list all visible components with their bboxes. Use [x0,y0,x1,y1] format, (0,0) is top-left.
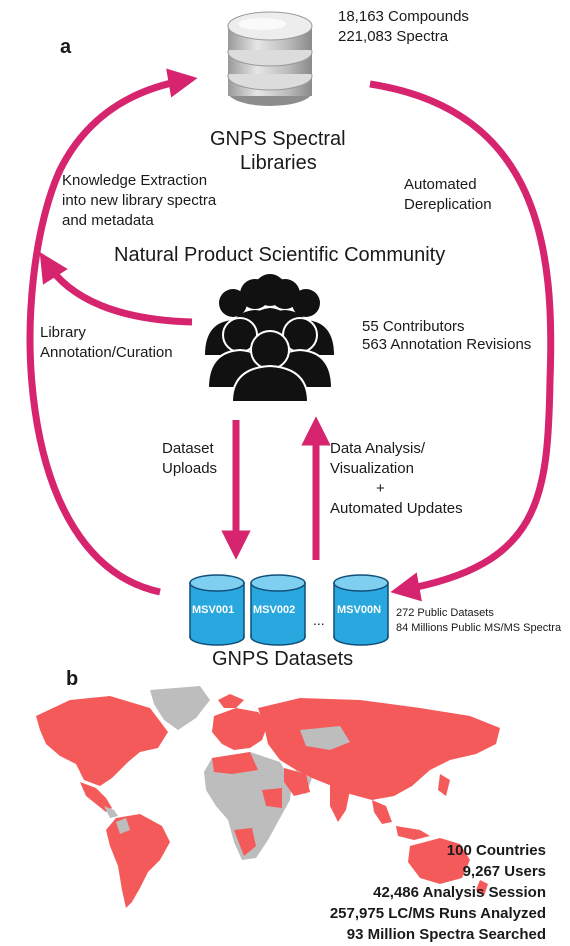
analysis-label-2: Visualization [330,460,414,477]
library-compounds-count: 18,163 Compounds [338,8,469,25]
community-revisions: 563 Annotation Revisions [362,336,532,353]
dataset-cylinder-1 [189,574,245,646]
uploads-label-1: Dataset [162,440,214,457]
datasets-title: GNPS Datasets [212,648,354,670]
analysis-label-4: Automated Updates [330,500,463,517]
map-stat-sessions: 42,486 Analysis Session [373,884,546,901]
dereplication-label-2: Dereplication [404,196,492,213]
map-north-america [36,696,168,786]
dereplication-label-1: Automated [404,176,477,193]
panel-a-label: a [60,36,72,58]
arrow-knowledge-extraction [26,68,198,596]
world-map [36,686,500,908]
dataset-cylinder-2 [250,574,306,646]
analysis-label-3: + [376,480,385,497]
community-contributors: 55 Contributors [362,318,465,335]
datasets-public-count: 272 Public Datasets [396,607,494,619]
library-spectra-count: 221,083 Spectra [338,28,449,45]
dataset-cylinder-n [333,574,389,646]
dataset-ellipsis: ... [313,612,325,628]
map-greenland [150,686,210,730]
datasets-spectra-count: 84 Millions Public MS/MS Spectra [396,622,562,634]
curation-label-2: Annotation/Curation [40,344,173,361]
map-stat-runs: 257,975 LC/MS Runs Analyzed [329,905,546,922]
map-stat-spectra: 93 Million Spectra Searched [346,926,546,943]
map-australia [408,838,470,884]
knowledge-extraction-label-1: Knowledge Extraction [62,172,208,189]
arrow-library-curation [39,252,193,326]
arrow-automated-dereplication [369,80,555,602]
libraries-title-line1: GNPS Spectral [210,128,346,150]
map-central-america [80,782,112,812]
libraries-title-line2: Libraries [240,152,317,174]
uploads-label-2: Uploads [162,460,218,477]
map-africa [204,752,292,860]
dataset-label-1: MSV001 [192,604,235,616]
knowledge-extraction-label-2: into new library spectra [62,192,217,209]
database-icon [227,11,313,106]
dataset-label-n: MSV00N [337,604,382,616]
knowledge-extraction-label-3: and metadata [62,212,154,229]
map-south-america [106,814,170,908]
analysis-label-1: Data Analysis/ [330,440,426,457]
map-stat-countries: 100 Countries [446,842,546,859]
curation-label-1: Library [40,324,86,341]
panel-b-label: b [66,668,79,690]
dataset-label-2: MSV002 [253,604,296,616]
map-asia [258,698,500,800]
map-stat-users: 9,267 Users [462,863,546,880]
community-title: Natural Product Scientific Community [114,244,446,266]
community-people-icon [205,274,334,403]
map-europe [212,708,268,750]
